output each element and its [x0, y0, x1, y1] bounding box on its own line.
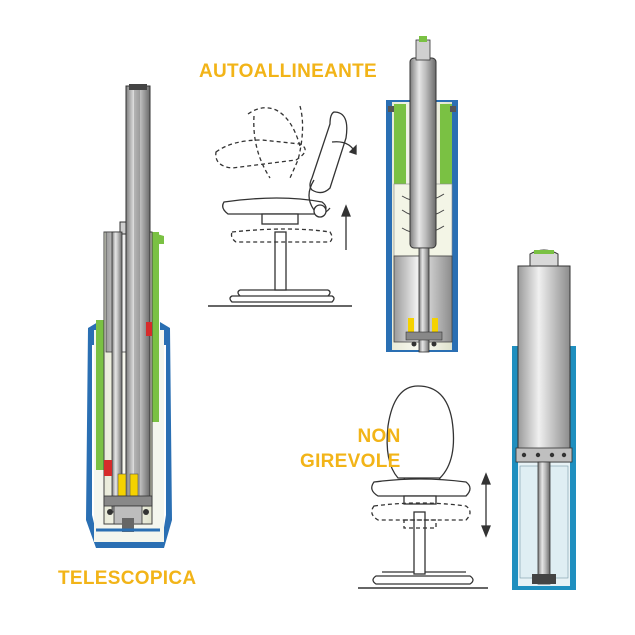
label-autoallineante: AUTOALLINEANTE: [199, 61, 378, 82]
self-aligning-chair-illustration: [208, 105, 357, 307]
non-swivel-gas-spring-illustration: [512, 249, 576, 590]
non-swivel-chair-illustration: [358, 385, 491, 589]
label-telescopica: TELESCOPICA: [58, 568, 197, 589]
label-girevole: GIREVOLE: [300, 451, 401, 472]
telescopic-gas-spring-illustration: [86, 84, 172, 548]
self-aligning-gas-spring-illustration: [386, 36, 458, 353]
label-non: NON: [357, 426, 401, 447]
label-non-girevole: NON GIREVOLE: [300, 424, 401, 474]
